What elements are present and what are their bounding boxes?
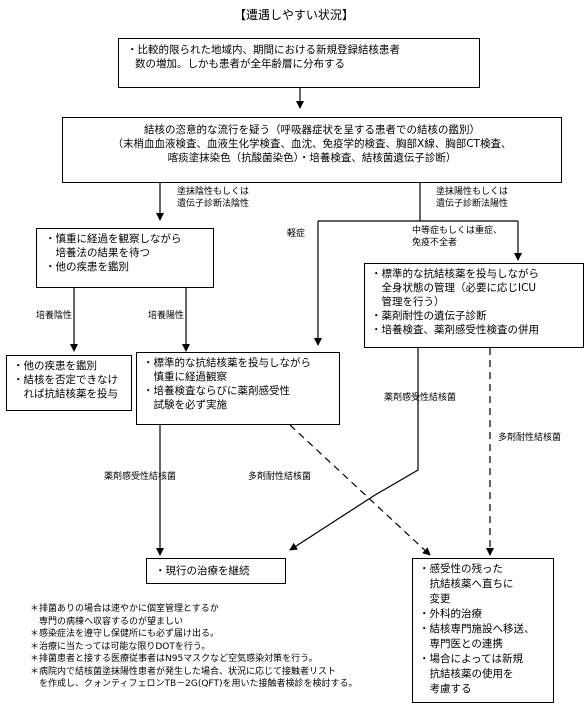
box-culture-positive-line-4: 試験を必ず実施 bbox=[143, 399, 227, 411]
box-culture-negative-line-3: れば抗結核薬を投与 bbox=[13, 388, 118, 400]
label-severe-line-1: 中等症もしくは重症、 bbox=[412, 226, 503, 236]
footnote-line-5: ＊排菌患者と接する医療従事者はN95マスクなど空気感染対策を行う。 bbox=[30, 654, 318, 664]
box-mdr-response-line-3: 変更 bbox=[419, 593, 451, 605]
box-severe-treatment-line-4: ・薬剤耐性の遺伝子診断 bbox=[371, 310, 487, 322]
box-mdr-response-line-9: 考慮する bbox=[419, 683, 472, 695]
footnotes: ＊排菌ありの場合は速やかに個室管理とするか 専門の病棟へ収容するのが望ましい ＊… bbox=[30, 603, 357, 691]
footnote-line-2: 専門の病棟へ収容するのが望ましい bbox=[30, 616, 184, 627]
footnote-line-4: ＊治療に当たっては可能な限りDOTを行う。 bbox=[30, 641, 211, 652]
label-smear-negative-line-2: 遺伝子診断法陰性 bbox=[177, 199, 250, 209]
label-culture-negative: 培養陰性 bbox=[36, 311, 73, 321]
label-mdr-right: 多剤耐性結核菌 bbox=[498, 433, 562, 443]
box-observe: ・慎重に経過を観察しながら 培養法の結果を待つ ・他の疾患を鑑別 bbox=[36, 228, 214, 288]
box-severe-treatment-line-1: ・標準的な抗結核薬を投与しながら bbox=[371, 268, 539, 280]
box-suspect-line-2: （末梢血血液検査、血液生化学検査、血沈、免疫学的検査、胸部X線、胸部CT検査、 bbox=[112, 138, 512, 150]
box-continue-treatment-line-1: ・現行の治療を継続 bbox=[155, 565, 250, 577]
box-culture-positive-line-3: ・培養検査ならびに薬剤感受性 bbox=[143, 385, 290, 397]
box-situation-line-2: 数の増加。しかも患者が全年齢層に分布する bbox=[135, 58, 345, 70]
box-culture-positive-line-1: ・標準的な抗結核薬を投与しながら bbox=[143, 357, 311, 369]
footnote-line-6: ＊病院内で結核菌塗抹陽性患者が発生した場合、状況に応じて接触者リスト bbox=[30, 666, 337, 677]
box-suspect-line-3: 喀痰塗抹染色（抗酸菌染色）・培養検査、結核菌遺伝子診断） bbox=[167, 152, 457, 164]
label-severe-line-2: 免疫不全者 bbox=[412, 238, 458, 248]
label-severe: 中等症もしくは重症、 免疫不全者 bbox=[412, 225, 502, 249]
box-mdr-response-line-1: ・感受性の残った bbox=[419, 563, 503, 575]
box-mdr-response-line-6: 専門医との連携 bbox=[419, 638, 503, 650]
box-suspect-line-1: 結核の恣意的な流行を疑う（呼吸器症状を呈する患者での結核の鑑別） bbox=[144, 124, 480, 136]
box-mdr-response-line-7: ・場合によっては新規 bbox=[419, 653, 523, 665]
arrow-box4-box7 bbox=[289, 348, 419, 551]
label-sensitive-right: 薬剤感受性結核菌 bbox=[384, 393, 457, 403]
label-culture-positive: 培養陽性 bbox=[148, 311, 185, 321]
label-smear-negative-line-1: 塗抹陰性もしくは bbox=[177, 187, 250, 197]
box-mdr-response-line-4: ・外科的治療 bbox=[419, 608, 482, 620]
box-culture-negative-line-2: ・結核を否定できなけ bbox=[13, 374, 118, 386]
box-suspect: 結核の恣意的な流行を疑う（呼吸器症状を呈する患者での結核の鑑別） （末梢血血液検… bbox=[62, 117, 562, 183]
label-mild: 軽症 bbox=[287, 229, 306, 239]
footnote-line-3: ＊感染症法を遵守し保健所にも必ず届け出る。 bbox=[30, 629, 220, 639]
footnote-line-1: ＊排菌ありの場合は速やかに個室管理とするか bbox=[30, 604, 219, 614]
box-mdr-response-line-5: ・結核専門施設へ移送、 bbox=[419, 623, 535, 635]
label-sensitive-left: 薬剤感受性結核菌 bbox=[104, 472, 177, 482]
label-smear-positive-line-2: 遺伝子診断法陽性 bbox=[436, 199, 509, 209]
label-smear-negative: 塗抹陰性もしくは 遺伝子診断法陰性 bbox=[177, 186, 249, 210]
footnote-line-7: を作成し、クォンティフェロンTB－2G(QFT)を用いた接触者検診を検討する。 bbox=[30, 679, 358, 689]
page-title: 【遭遇しやすい状況】 bbox=[234, 8, 354, 22]
box-severe-treatment-line-3: 管理を行う） bbox=[371, 296, 445, 308]
box-mdr-response-line-8: 抗結核薬の使用を bbox=[419, 668, 514, 680]
box-mdr-response-line-2: 抗結核薬へ直ちに bbox=[419, 578, 514, 590]
box-culture-negative: ・他の疾患を鑑別 ・結核を否定できなけ れば抗結核薬を投与 bbox=[6, 355, 132, 411]
box-situation-line-1: ・比較的限られた地域内、期間における新規登録結核患者 bbox=[127, 44, 400, 56]
box-culture-positive-line-2: 慎重に経過観察 bbox=[143, 371, 227, 383]
label-smear-positive-line-1: 塗抹陽性もしくは bbox=[436, 187, 509, 197]
box-mdr-response: ・感受性の残った 抗結核薬へ直ちに 変更 ・外科的治療 ・結核専門施設へ移送、 … bbox=[412, 558, 554, 703]
box-severe-treatment: ・標準的な抗結核薬を投与しながら 全身状態の管理（必要に応じICU 管理を行う）… bbox=[364, 263, 584, 348]
box-culture-positive: ・標準的な抗結核薬を投与しながら 慎重に経過観察 ・培養検査ならびに薬剤感受性 … bbox=[136, 352, 340, 425]
arrow-box6-box8-dashed bbox=[289, 424, 431, 556]
box-continue-treatment: ・現行の治療を継続 bbox=[146, 558, 286, 584]
box-observe-line-3: ・他の疾患を鑑別 bbox=[45, 261, 129, 273]
box-severe-treatment-line-5: ・培養検査、薬剤感受性検査の併用 bbox=[371, 324, 539, 336]
label-smear-positive: 塗抹陽性もしくは 遺伝子診断法陽性 bbox=[436, 186, 508, 210]
box-observe-line-1: ・慎重に経過を観察しながら bbox=[45, 233, 182, 245]
label-mdr-left: 多剤耐性結核菌 bbox=[248, 472, 312, 482]
box-situation: ・比較的限られた地域内、期間における新規登録結核患者 数の増加。しかも患者が全年… bbox=[118, 38, 480, 88]
box-observe-line-2: 培養法の結果を待つ bbox=[45, 247, 150, 259]
box-severe-treatment-line-2: 全身状態の管理（必要に応じICU bbox=[371, 282, 537, 294]
box-culture-negative-line-1: ・他の疾患を鑑別 bbox=[13, 360, 97, 372]
